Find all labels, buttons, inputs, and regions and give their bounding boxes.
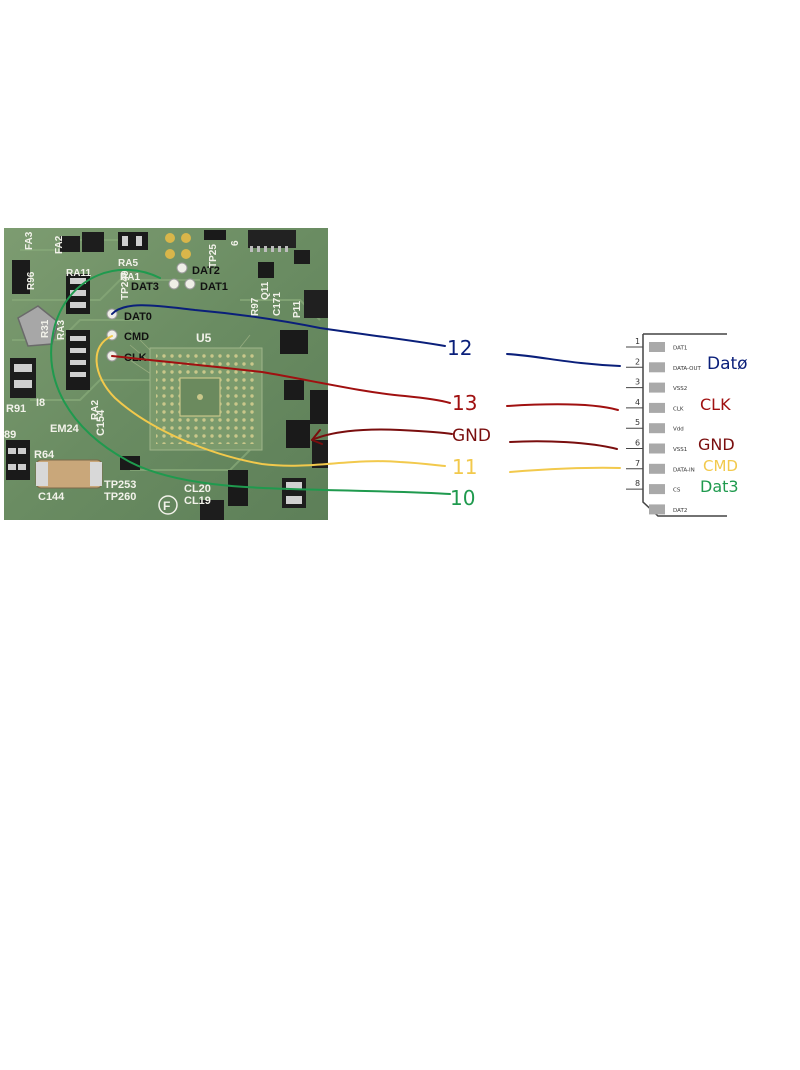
svg-text:R31: R31: [40, 319, 51, 338]
sd-pin-number: 7: [635, 459, 640, 468]
sd-pin-contact: [649, 504, 665, 515]
sd-pin-contact: [649, 463, 665, 474]
svg-text:C171: C171: [272, 292, 283, 316]
svg-text:Q11: Q11: [260, 281, 271, 300]
crystal-component: [17, 305, 59, 347]
sd-pin-name: Vdd: [673, 427, 684, 433]
svg-text:U5: U5: [196, 331, 212, 345]
pad-label-dat1: DAT1: [200, 281, 228, 293]
wire-gnd-pcb: [311, 428, 453, 441]
logo-circle: [158, 495, 178, 515]
sd-pin-contact: [649, 402, 665, 413]
sd-pin-name: DAT2: [673, 508, 687, 514]
svg-text:FA2: FA2: [54, 235, 65, 254]
sd-pin-name: CS: [673, 488, 681, 494]
sd-pin-contact: [649, 342, 665, 352]
pad-label-dat3: DAT3: [131, 281, 159, 293]
svg-text:TP260: TP260: [104, 491, 136, 503]
annotation-dat0: Datø: [707, 354, 748, 374]
wire-number-13: 13: [452, 391, 477, 415]
svg-text:R64: R64: [34, 449, 55, 461]
sd-pin-name: VSS2: [673, 386, 687, 392]
sd-pin-number: 8: [635, 479, 640, 488]
wire-red-card: [506, 403, 619, 411]
wire-yellow-card: [509, 466, 621, 473]
wire-red-pcb: [111, 355, 451, 404]
pad-label-cmd: CMD: [124, 331, 149, 343]
sd-pin-name: CLK: [673, 406, 684, 412]
wire-number-gnd: GND: [452, 426, 491, 446]
sd-pin-number: 1: [635, 337, 640, 346]
svg-text:RA3: RA3: [56, 320, 67, 340]
wire-yellow-pcb: [95, 335, 446, 467]
svg-text:6: 6: [230, 240, 241, 246]
sd-pin-name: DATA-IN: [673, 467, 695, 473]
svg-text:FA3: FA3: [24, 231, 35, 250]
svg-text:RA5: RA5: [118, 258, 138, 269]
sd-pin-number: 2: [635, 357, 640, 366]
wire-blue-pcb: [111, 304, 446, 347]
svg-text:CL19: CL19: [184, 495, 211, 507]
svg-text:R97: R97: [250, 297, 261, 316]
wire-number-10: 10: [450, 486, 475, 510]
sd-pin-contact: [649, 362, 665, 373]
svg-text:TP249: TP249: [120, 270, 131, 300]
pad-label-dat2: DAT2: [192, 265, 220, 277]
wire-gnd-arrow: [311, 429, 323, 445]
wire-numbers: 12 13 GND 11 10: [447, 336, 491, 510]
sd-pin-name: VSS1: [673, 447, 687, 453]
annotation-cmd: CMD: [703, 457, 738, 475]
annotation-clk: CLK: [700, 395, 731, 414]
sd-pin-number: 3: [635, 378, 640, 387]
annotation-gnd: GND: [698, 435, 735, 454]
svg-text:C154: C154: [95, 409, 107, 436]
sd-pin-contact: [649, 443, 665, 454]
svg-text:RA1: RA1: [120, 272, 140, 283]
sd-pin-name: DATA-OUT: [673, 366, 702, 372]
sd-pin-contact: [649, 382, 665, 393]
card-annotations: Datø CLK GND CMD Dat3: [698, 354, 748, 496]
svg-text:RA11: RA11: [66, 268, 91, 279]
svg-text:P11: P11: [292, 300, 303, 318]
silkscreen-labels: FA3 FA2 RA5 RA1 R96 RA11 TP249 R31 RA3 R…: [4, 231, 303, 507]
sd-pin-number: 4: [635, 398, 640, 407]
wire-green-pcb: [50, 268, 451, 495]
sd-pin-contact: [649, 423, 665, 434]
logo-letter: F: [163, 499, 170, 513]
gold-pads: [165, 233, 191, 259]
svg-text:TP25: TP25: [208, 244, 219, 268]
annotation-dat3: Dat3: [700, 477, 739, 496]
svg-text:I8: I8: [36, 397, 45, 409]
sd-pin-name: DAT1: [673, 346, 687, 352]
pad-label-dat0: DAT0: [124, 311, 152, 323]
wire-number-11: 11: [452, 455, 477, 479]
sd-pin-row: DAT2: [649, 504, 687, 515]
svg-text:89: 89: [4, 429, 16, 441]
sd-pin-contact: [649, 484, 665, 495]
sd-pin-number: 6: [635, 439, 640, 448]
svg-text:CL20: CL20: [184, 483, 211, 495]
wire-number-12: 12: [447, 336, 472, 360]
svg-text:RA2: RA2: [90, 400, 101, 420]
svg-text:EM24: EM24: [50, 423, 80, 435]
svg-text:R96: R96: [26, 271, 37, 290]
svg-text:TP253: TP253: [104, 479, 136, 491]
wire-blue-card: [506, 353, 621, 367]
svg-text:R91: R91: [6, 403, 26, 415]
hand-wires: [50, 268, 621, 495]
smd-components: [6, 230, 328, 520]
svg-text:C144: C144: [38, 491, 65, 503]
sd-pin-number: 5: [635, 418, 640, 427]
sd-pin-row: 8CS: [626, 479, 681, 495]
wire-gnd-card: [509, 440, 618, 450]
